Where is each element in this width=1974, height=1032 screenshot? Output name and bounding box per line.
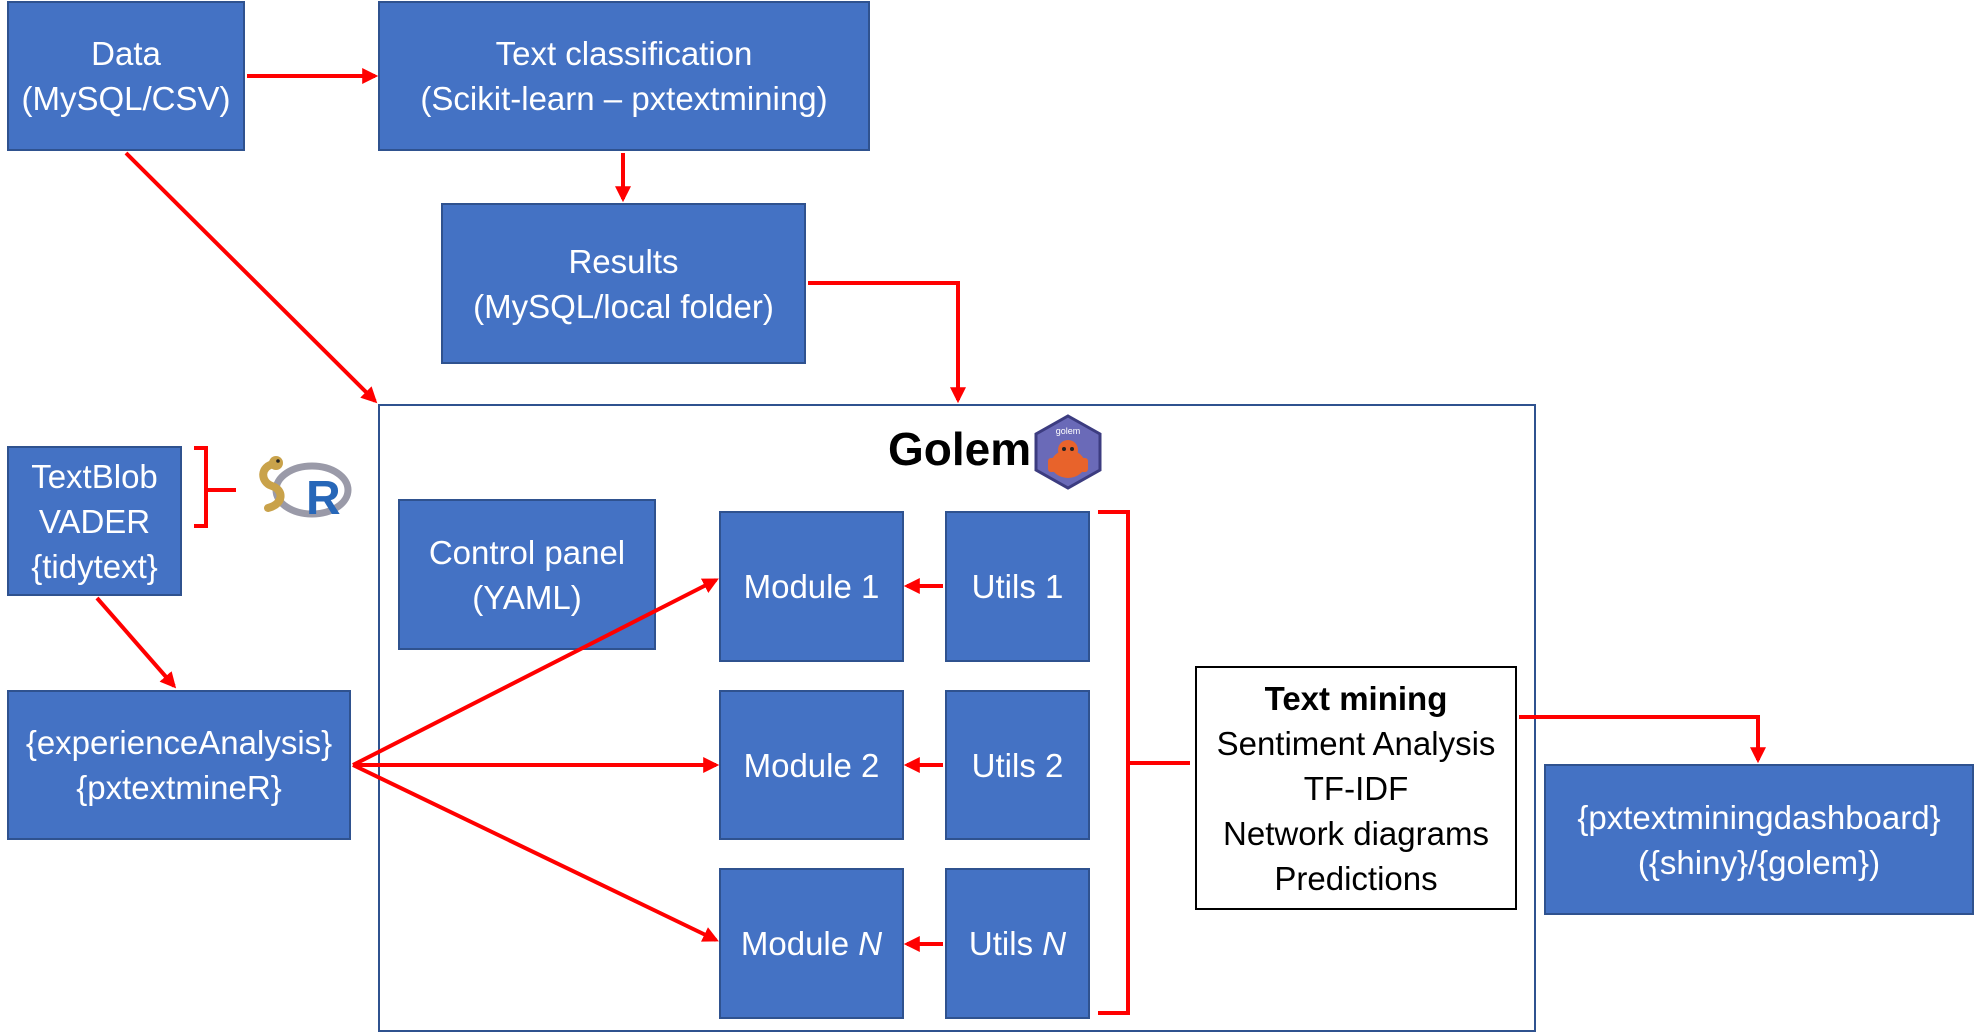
python-r-logo-icon: R (259, 456, 352, 522)
experience-analysis-line2: {pxtextmineR} (76, 769, 282, 806)
arrow-results-to-golem (808, 281, 966, 404)
text-mining-item: Predictions (1274, 859, 1438, 897)
text-mining-item: TF-IDF (1303, 769, 1409, 807)
arrow-experience-to-module-n (352, 763, 719, 942)
sentiment-tools-line3: {tidytext} (31, 547, 158, 585)
golem-logo-text: golem (1056, 426, 1081, 436)
module-n-text: Module (740, 925, 859, 962)
utils-1-node: Utils 1 (945, 511, 1090, 662)
data-node-line2: (MySQL/CSV) (21, 80, 231, 117)
results-line1: Results (568, 242, 679, 280)
sentiment-tools-line2: VADER (38, 502, 151, 540)
text-mining-item: Network diagrams (1223, 814, 1489, 852)
dashboard-line1: {pxtextminingdashboard} (1577, 798, 1941, 836)
results-line2: (MySQL/local folder) (473, 287, 774, 325)
text-classification-line2: (Scikit-learn – pxtextmining) (420, 80, 828, 117)
module-2-label: Module 2 (743, 746, 880, 784)
module-n-label: Module N (741, 921, 882, 966)
utils-n-label: Utils N (969, 921, 1066, 966)
control-panel-node: Control panel (YAML) (398, 499, 656, 650)
data-node-line1: Data (91, 35, 161, 72)
module-n-node: Module N (719, 868, 904, 1019)
text-mining-box: Text mining Sentiment Analysis TF-IDF Ne… (1195, 666, 1517, 910)
experience-analysis-node: {experienceAnalysis} {pxtextmineR} (7, 690, 351, 840)
data-node: Data (MySQL/CSV) (7, 1, 245, 151)
module-1-node: Module 1 (719, 511, 904, 662)
sentiment-tools-brace (194, 446, 236, 528)
text-classification-line1: Text classification (495, 35, 753, 72)
arrow-tools-to-experience (95, 596, 177, 689)
utils-n-node: Utils N (945, 868, 1090, 1019)
arrow-data-to-golem (124, 151, 378, 404)
utils-2-label: Utils 2 (971, 746, 1064, 784)
module-2-node: Module 2 (719, 690, 904, 840)
utils-brace (1098, 510, 1190, 1015)
module-n-suffix: N (858, 925, 883, 962)
dashboard-node: {pxtextminingdashboard} ({shiny}/{golem}… (1544, 764, 1974, 915)
sentiment-tools-node: TextBlob VADER {tidytext} (7, 446, 182, 596)
dashboard-line2: ({shiny}/{golem}) (1637, 843, 1881, 881)
utils-1-label: Utils 1 (971, 568, 1064, 605)
text-mining-item: Sentiment Analysis (1216, 724, 1496, 762)
control-panel-line2: (YAML) (472, 578, 582, 616)
sentiment-tools-line1: TextBlob (31, 457, 158, 495)
text-mining-heading: Text mining (1264, 679, 1448, 717)
experience-analysis-line1: {experienceAnalysis} (25, 724, 333, 761)
utils-2-node: Utils 2 (945, 690, 1090, 840)
utils-n-suffix: N (1042, 925, 1067, 962)
text-classification-node: Text classification (Scikit-learn – pxte… (378, 1, 870, 151)
golem-title: Golem (888, 423, 1032, 475)
control-panel-line1: Control panel (428, 533, 626, 571)
results-node: Results (MySQL/local folder) (441, 203, 806, 364)
module-1-label: Module 1 (743, 568, 880, 605)
arrow-experience-to-module-1 (352, 578, 719, 767)
arrow-textmining-to-dashboard (1519, 715, 1766, 764)
utils-n-text: Utils (968, 925, 1043, 962)
svg-text:R: R (306, 472, 341, 522)
golem-hex-logo-icon: golem (1034, 414, 1102, 490)
